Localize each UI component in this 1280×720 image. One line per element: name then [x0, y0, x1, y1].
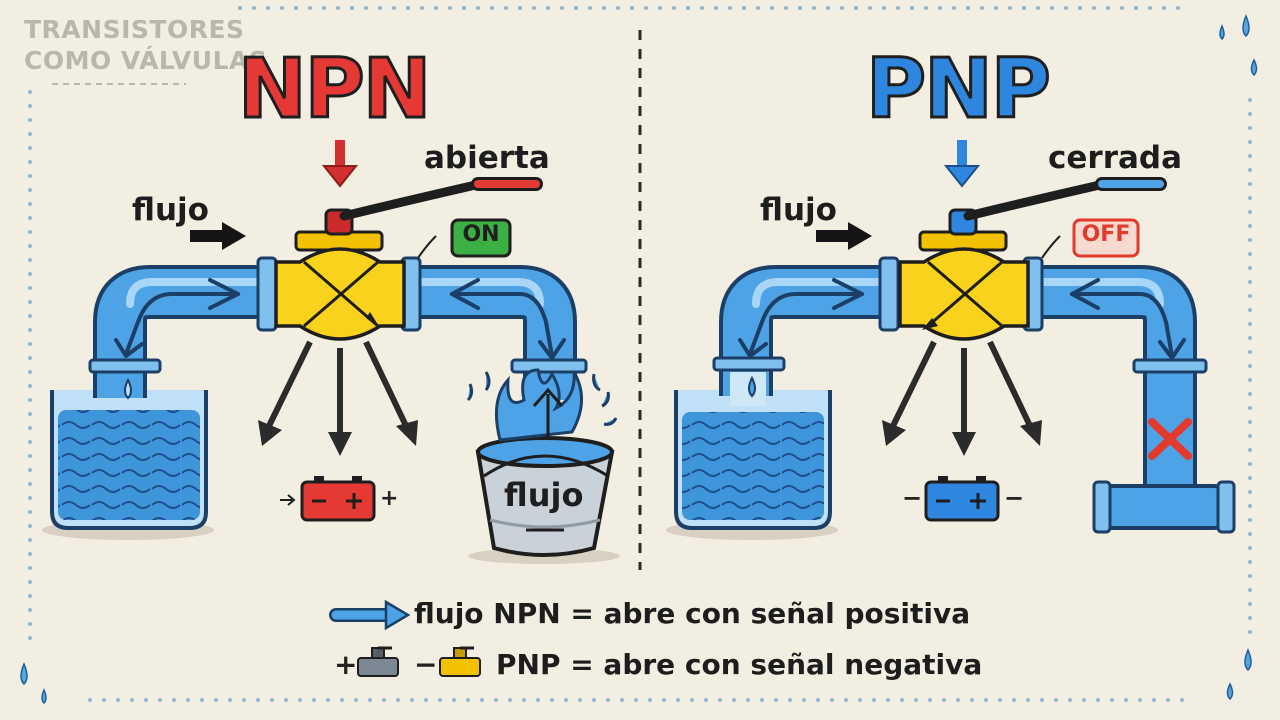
flow-arrow-icon — [190, 222, 246, 250]
pnp-battery-sign-left: − — [902, 484, 923, 512]
pnp-diagram — [666, 140, 1236, 540]
pnp-valve-state: cerrada — [1048, 140, 1183, 176]
valve-icon — [274, 177, 543, 341]
npn-heading: NPN — [236, 41, 432, 139]
npn-flow-label: flujo — [132, 192, 209, 228]
bucket-label: flujo — [504, 476, 584, 514]
on-indicator-label: ON — [462, 222, 500, 247]
pnp-battery-sign-right: − — [1004, 484, 1025, 512]
water-drop-icon — [20, 14, 1258, 705]
on-indicator — [450, 218, 512, 258]
legend-npn-text: flujo NPN = abre con señal positiva — [414, 597, 971, 630]
off-indicator — [1072, 218, 1140, 258]
legend — [329, 599, 481, 677]
valve-icon — [898, 177, 1167, 341]
npn-diagram — [42, 140, 620, 564]
flow-arrow-icon — [329, 599, 411, 631]
legend-minus-sign: − — [414, 648, 438, 681]
pnp-flow-label: flujo — [760, 192, 837, 228]
legend-plus-sign: + — [334, 648, 358, 681]
battery-icon — [924, 476, 1000, 522]
pressure-arrow-icon — [738, 278, 1186, 360]
title-line-1: TRANSISTORES — [24, 15, 245, 44]
npn-battery-sign-right: + — [380, 486, 399, 511]
blocked-x-icon — [1148, 418, 1192, 460]
npn-valve-state: abierta — [424, 140, 550, 176]
battery-icon — [280, 476, 376, 522]
flow-arrow-icon — [816, 222, 872, 250]
bucket-icon — [466, 368, 620, 564]
emitter-arrows — [265, 340, 411, 440]
pressure-arrow-icon — [114, 278, 566, 360]
valve-icon — [357, 646, 399, 677]
pnp-heading: PNP — [865, 41, 1053, 139]
legend-pnp-text: PNP = abre con señal negativa — [496, 648, 983, 681]
valve-icon — [439, 646, 481, 677]
title-line-2: COMO VÁLVULAS — [24, 46, 268, 75]
water-tank-icon — [666, 390, 838, 540]
dotted-border — [28, 6, 1252, 702]
collector-arrows — [889, 340, 1035, 440]
water-tank-icon — [42, 390, 214, 540]
off-indicator-label: OFF — [1081, 222, 1131, 247]
